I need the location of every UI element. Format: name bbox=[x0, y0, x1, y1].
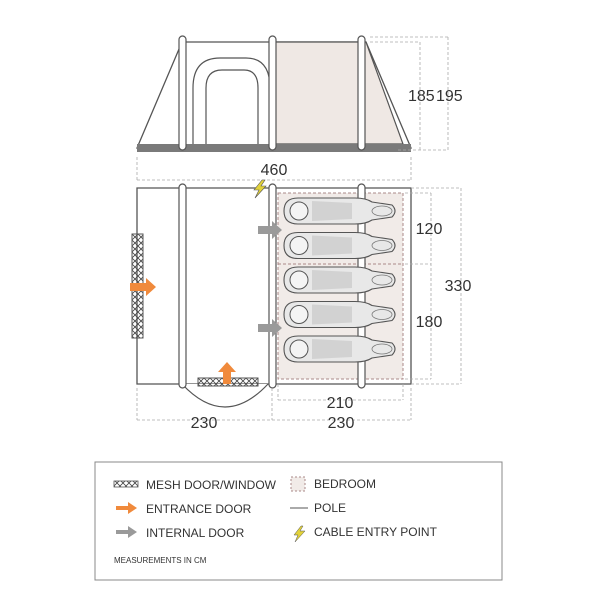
legend-pole-label: POLE bbox=[314, 501, 346, 515]
pole-plan-2 bbox=[268, 183, 277, 389]
width-330-label: 330 bbox=[445, 278, 472, 295]
sleeping-bags bbox=[283, 197, 396, 363]
pole-side-2 bbox=[268, 35, 277, 151]
legend-entrance-label: ENTRANCE DOOR bbox=[146, 502, 252, 516]
legend-note: MEASUREMENTS IN CM bbox=[114, 556, 207, 565]
bedroom-width-210-label: 210 bbox=[327, 395, 354, 412]
length-460-label: 460 bbox=[261, 162, 288, 179]
bedroom-depth-120-label: 120 bbox=[416, 221, 443, 238]
side-door-inner-outline bbox=[205, 69, 259, 144]
mesh-legend-icon bbox=[113, 480, 139, 488]
sleeping-bag bbox=[283, 266, 396, 294]
internal-arrow-legend-icon bbox=[116, 526, 137, 538]
pole-side-1 bbox=[178, 35, 187, 151]
height-185-label: 185 bbox=[408, 88, 435, 105]
legend-bedroom-label: BEDROOM bbox=[314, 477, 376, 491]
internal-door-arrow-2 bbox=[258, 319, 282, 337]
floor-plan: 120 180 330 210 230 230 bbox=[130, 179, 472, 432]
sleeping-bag bbox=[283, 231, 396, 260]
internal-door-arrow-1 bbox=[258, 221, 282, 239]
bedroom-depth-180-label: 180 bbox=[416, 314, 443, 331]
legend-internal-label: INTERNAL DOOR bbox=[146, 526, 245, 540]
bedroom-side-panel bbox=[273, 41, 404, 145]
legend-cable-label: CABLE ENTRY POINT bbox=[314, 525, 438, 539]
bedroom-legend-icon bbox=[290, 476, 306, 492]
pole-plan-1 bbox=[178, 183, 187, 389]
side-elevation: 185 195 460 bbox=[136, 35, 463, 181]
sleeping-bag bbox=[283, 300, 396, 329]
sleeping-bag bbox=[283, 335, 396, 363]
porch-arc bbox=[181, 383, 269, 408]
sleeping-bag bbox=[283, 197, 396, 225]
legend: MESH DOOR/WINDOW ENTRANCE DOOR INTERNAL … bbox=[94, 461, 503, 581]
entrance-arrow-front bbox=[218, 362, 236, 384]
living-length-230-label: 230 bbox=[191, 415, 218, 432]
cable-entry-icon bbox=[253, 179, 267, 199]
pole-side-3 bbox=[357, 35, 366, 151]
living-area bbox=[136, 187, 273, 385]
cable-legend-icon bbox=[293, 525, 306, 543]
legend-mesh-label: MESH DOOR/WINDOW bbox=[146, 478, 277, 492]
bedroom-length-230-label: 230 bbox=[328, 415, 355, 432]
entrance-arrow-legend-icon bbox=[116, 502, 137, 514]
height-195-label: 195 bbox=[436, 88, 463, 105]
entrance-arrow-side bbox=[130, 278, 156, 296]
